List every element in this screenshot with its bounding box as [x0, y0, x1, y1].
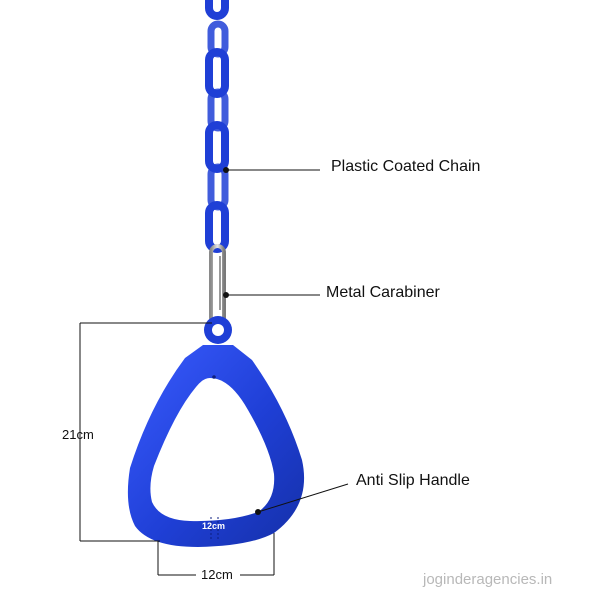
watermark: joginderagencies.in: [423, 571, 553, 588]
inner-width-label: 12cm: [202, 521, 226, 531]
carabiner-label: Metal Carabiner: [326, 284, 440, 301]
width-dimension-label: 12cm: [201, 567, 233, 582]
callout-lines: [223, 167, 349, 515]
anti-slip-handle: [127, 316, 305, 547]
dimension-lines: [79, 322, 275, 576]
height-dimension-label: 21cm: [62, 427, 94, 442]
chain-label: Plastic Coated Chain: [331, 158, 481, 175]
metal-carabiner: [209, 244, 226, 326]
handle-label: Anti Slip Handle: [356, 472, 470, 489]
plastic-coated-chain: [205, 0, 229, 253]
